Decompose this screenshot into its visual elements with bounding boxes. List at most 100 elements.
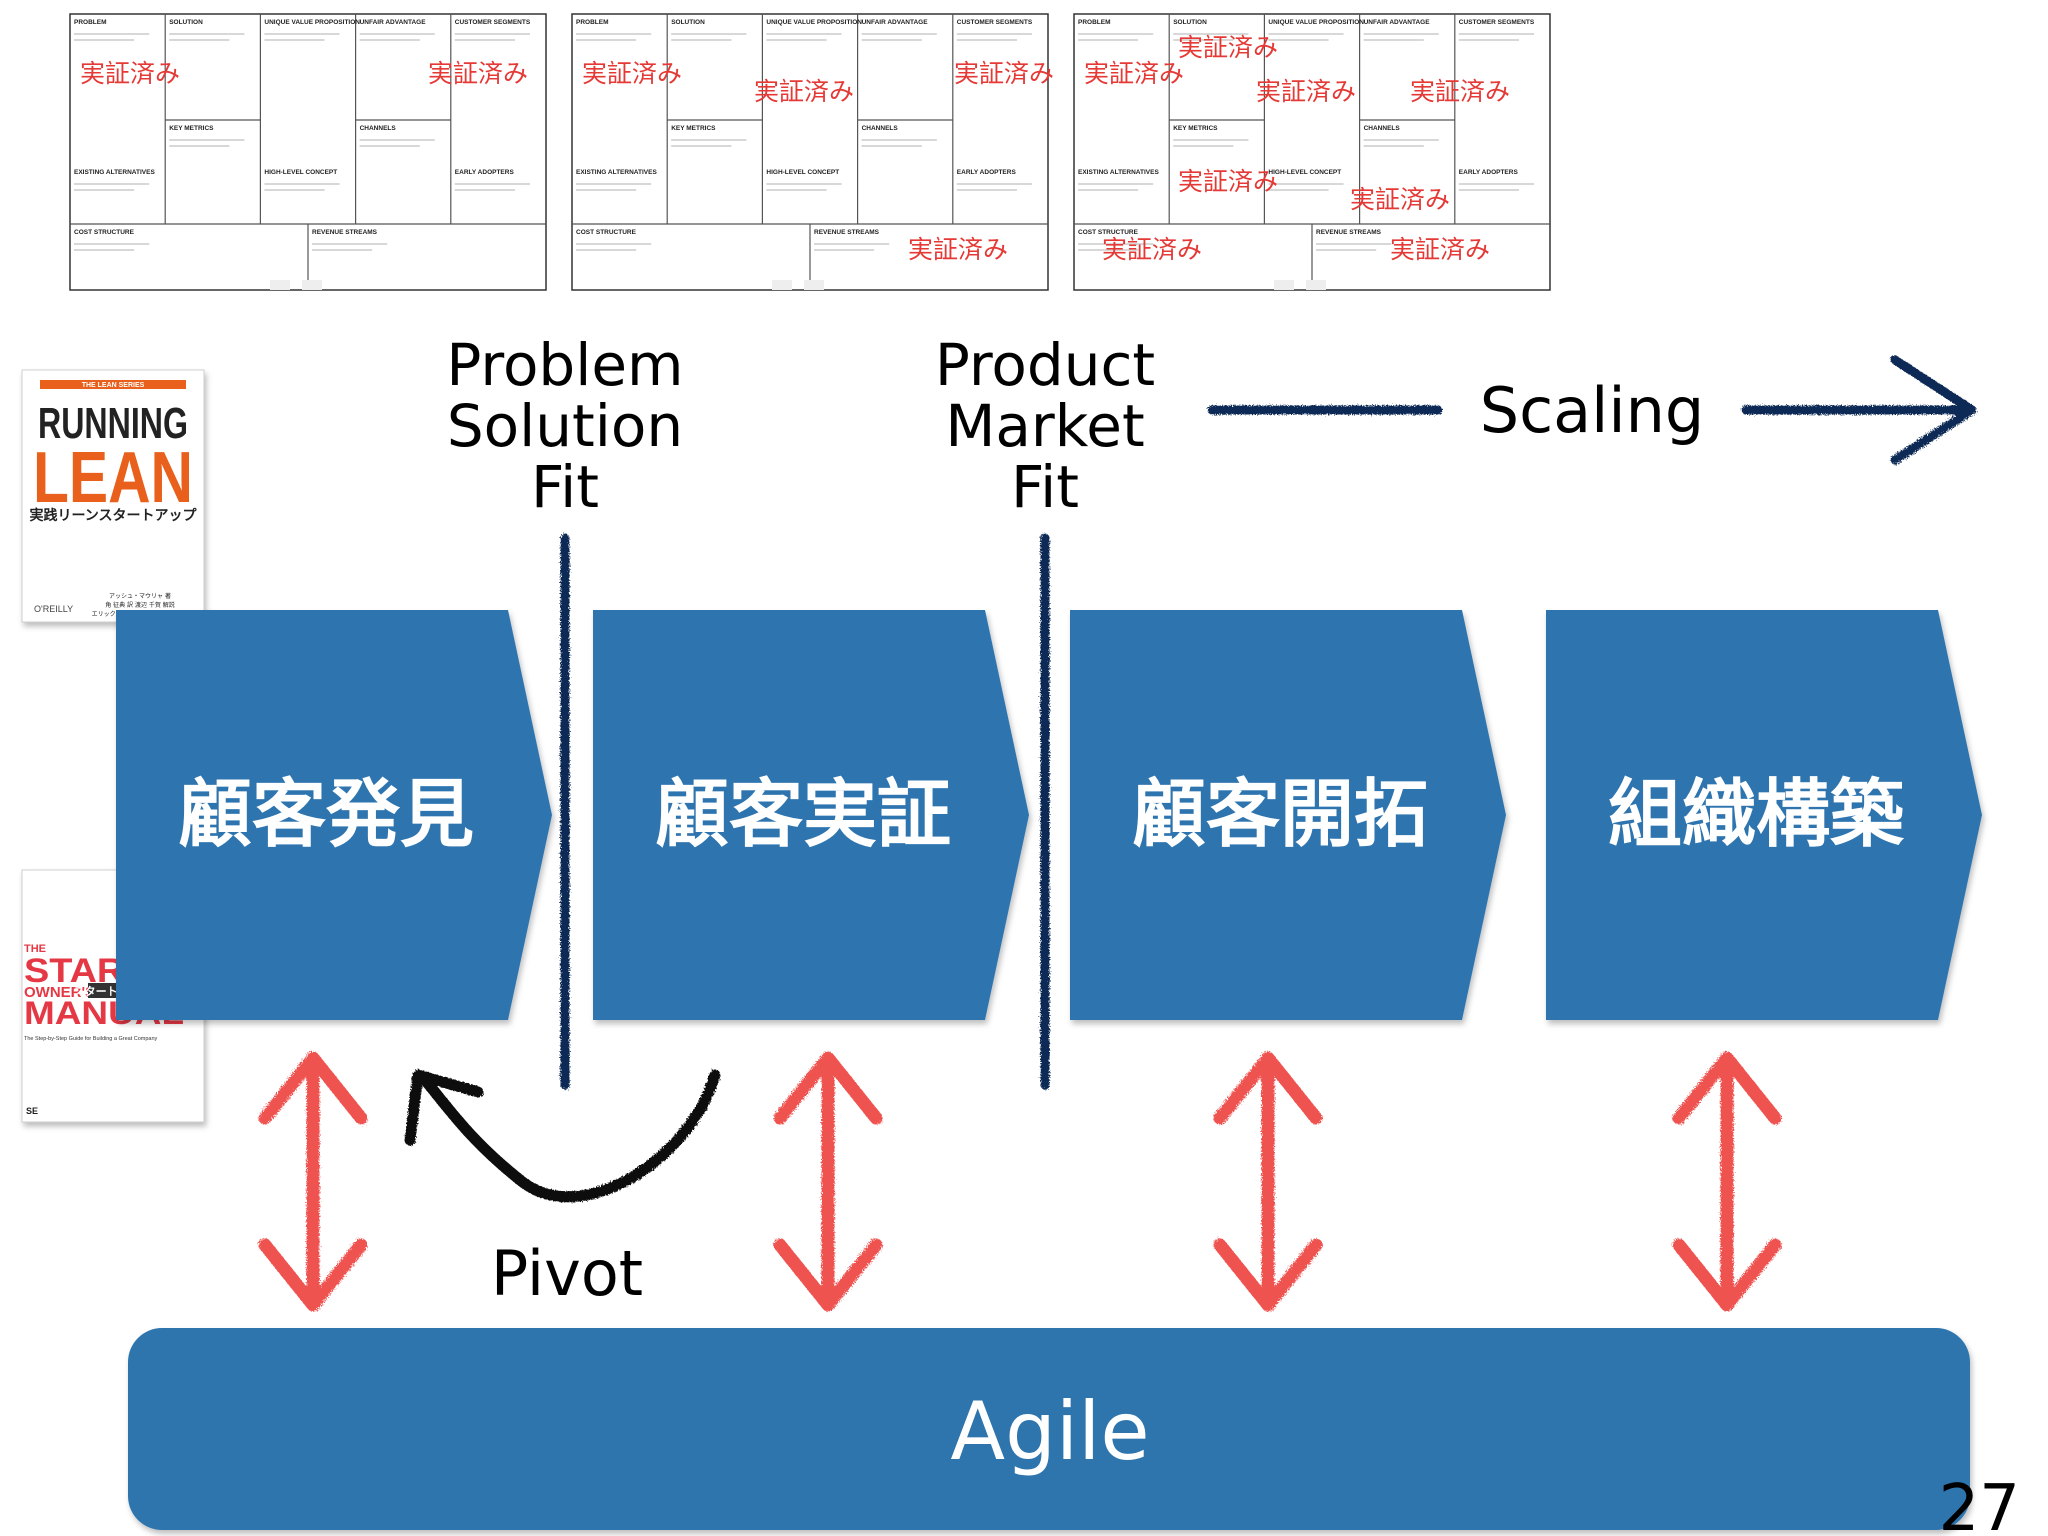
startup-manual-title-small: THE [24, 943, 46, 955]
arrowhead-icon [1890, 355, 1977, 465]
stage-shape [1546, 610, 1982, 1020]
canvas-header: UNFAIR ADVANTAGE [360, 19, 427, 26]
canvas-header: EARLY ADOPTERS [957, 169, 1017, 176]
double-arrow-icon [773, 1051, 883, 1312]
running-lean-title-1: RUNNING [38, 399, 188, 448]
validated-stamp: 実証済み [428, 59, 528, 88]
canvas-header: COST STRUCTURE [1078, 229, 1139, 236]
canvas-header: SOLUTION [671, 19, 705, 26]
validated-stamp: 実証済み [582, 59, 682, 88]
validated-stamp: 実証済み [1084, 59, 1184, 88]
book-running-lean: THE LEAN SERIES RUNNING LEAN 実践リーンスタートアッ… [21, 369, 205, 623]
validated-stamp: 実証済み [1102, 235, 1202, 264]
canvas-header: HIGH-LEVEL CONCEPT [264, 169, 337, 176]
validated-stamp: 実証済み [754, 77, 854, 106]
validated-stamp: 実証済み [1410, 77, 1510, 106]
label-line: Fit [1011, 453, 1079, 521]
canvas-header: COST STRUCTURE [576, 229, 637, 236]
label-line: Problem [446, 331, 683, 399]
canvas-header: REVENUE STREAMS [1316, 229, 1382, 236]
stage-shape [116, 610, 552, 1020]
validated-stamp: 実証済み [1178, 33, 1278, 62]
label-line: Solution [447, 392, 683, 460]
author-line: 角 征典 訳 渡辺 千賀 解説 [105, 601, 175, 609]
canvas-header: UNIQUE VALUE PROPOSITION [766, 19, 862, 26]
canvas-header: REVENUE STREAMS [814, 229, 880, 236]
startup-manual-title-2: OWNER'S [24, 984, 95, 1001]
canvas-header: EXISTING ALTERNATIVES [576, 169, 657, 176]
validated-stamp: 実証済み [1256, 77, 1356, 106]
stage-chevron [1070, 610, 1506, 1020]
canvas-header: EARLY ADOPTERS [1459, 169, 1519, 176]
canvas-header: HIGH-LEVEL CONCEPT [1268, 169, 1341, 176]
double-arrow-icon [1213, 1051, 1323, 1312]
canvas-header: HIGH-LEVEL CONCEPT [766, 169, 839, 176]
canvas-header: CHANNELS [862, 125, 899, 132]
running-lean-publisher: O'REILLY [34, 604, 73, 614]
stage-chevron [593, 610, 1029, 1020]
canvas-header: EXISTING ALTERNATIVES [74, 169, 155, 176]
pivot-label: Pivot [491, 1237, 643, 1310]
canvas-header: COST STRUCTURE [74, 229, 135, 236]
canvas-header: SOLUTION [1173, 19, 1207, 26]
stage-chevron [116, 610, 552, 1020]
running-lean-title-2: LEAN [33, 438, 193, 518]
canvas-header: PROBLEM [576, 19, 609, 26]
agile-bar [128, 1328, 1970, 1530]
validated-stamp: 実証済み [1178, 167, 1278, 196]
validated-stamp: 実証済み [1350, 185, 1450, 214]
author-line: アッシュ・マウリャ 著 [109, 592, 171, 600]
page-number: 27 [1939, 1472, 2020, 1536]
validated-stamp: 実証済み [908, 235, 1008, 264]
canvas-header: KEY METRICS [671, 125, 716, 132]
startup-manual-tagline: The Step-by-Step Guide for Building a Gr… [24, 1036, 158, 1042]
running-lean-series: THE LEAN SERIES [82, 382, 145, 389]
agile-label: Agile [950, 1385, 1149, 1478]
canvas-header: EXISTING ALTERNATIVES [1078, 169, 1159, 176]
startup-manual-publisher: SE [26, 1106, 38, 1116]
label-line: Fit [531, 453, 599, 521]
validated-stamp: 実証済み [954, 59, 1054, 88]
canvas-header: CHANNELS [1364, 125, 1401, 132]
stage-label: 顧客開拓 [1132, 772, 1428, 858]
canvas-header: REVENUE STREAMS [312, 229, 378, 236]
canvas-header: SOLUTION [169, 19, 203, 26]
customer-development-stages: 顧客発見 顧客実証 顧客開拓 組織構築 [116, 610, 1982, 1020]
canvas-header: UNIQUE VALUE PROPOSITION [1268, 19, 1364, 26]
stage-shape [1070, 610, 1506, 1020]
canvas-header: PROBLEM [74, 19, 107, 26]
canvas-header: KEY METRICS [169, 125, 214, 132]
stage-label: 組織構築 [1608, 772, 1905, 858]
stage-label: 顧客実証 [655, 772, 951, 858]
stage-shape [593, 610, 1029, 1020]
label-line: Market [945, 392, 1144, 460]
stage-chevron [1546, 610, 1982, 1020]
scaling-label: Scaling [1480, 374, 1705, 447]
double-arrow-icon [258, 1051, 368, 1312]
canvas-header: UNFAIR ADVANTAGE [1364, 19, 1431, 26]
double-arrow-icon [1672, 1051, 1782, 1312]
pivot-arrow [404, 1069, 721, 1203]
canvas-header: UNIQUE VALUE PROPOSITION [264, 19, 360, 26]
canvas-header: CUSTOMER SEGMENTS [1459, 19, 1535, 26]
canvas-header: CUSTOMER SEGMENTS [455, 19, 531, 26]
stage-label: 顧客発見 [178, 772, 474, 858]
canvas-header: KEY METRICS [1173, 125, 1218, 132]
validated-stamp: 実証済み [1390, 235, 1490, 264]
canvas-header: PROBLEM [1078, 19, 1111, 26]
canvas-header: UNFAIR ADVANTAGE [862, 19, 929, 26]
running-lean-subtitle: 実践リーンスタートアップ [29, 507, 197, 524]
agile-feedback-arrows [258, 1051, 1782, 1312]
canvas-header: EARLY ADOPTERS [455, 169, 515, 176]
milestone-lines [560, 533, 1050, 1090]
canvas-header: CHANNELS [360, 125, 397, 132]
validated-stamp: 実証済み [80, 59, 180, 88]
label-line: Product [935, 331, 1155, 399]
